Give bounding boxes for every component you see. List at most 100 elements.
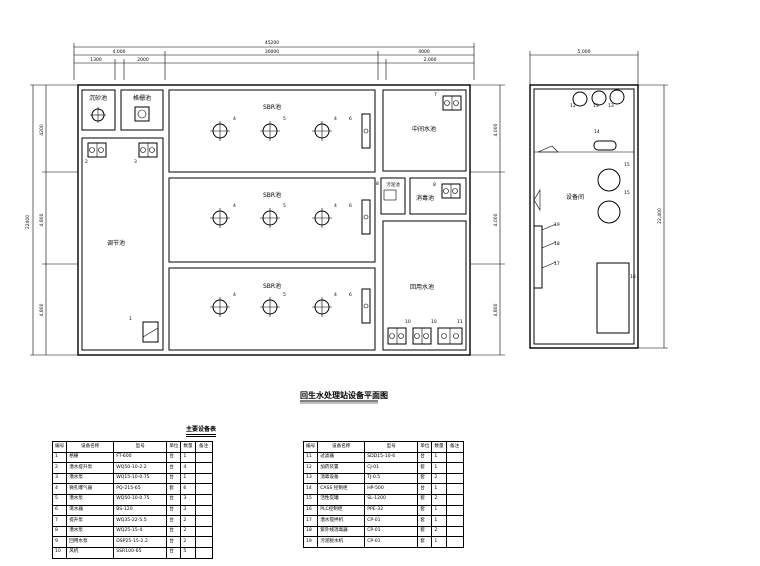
cell-name: 潜水泵 (66, 493, 115, 506)
svg-text:17: 17 (554, 261, 560, 267)
cell-model: WQ15-10-0.75 (113, 472, 168, 485)
cell-note (445, 525, 464, 538)
cell-no: 16 (302, 504, 319, 517)
cell-qty: 1 (431, 451, 447, 464)
screen-tank: 格栅池 (120, 89, 164, 131)
col-header-name: 设备名称 (66, 441, 115, 453)
cell-name: 加药装置 (317, 462, 366, 474)
cell-name: 回用水泵 (66, 536, 115, 548)
cell-qty: 2 (431, 525, 447, 538)
cell-model: SSR100-65 (113, 546, 168, 559)
dim-total-width: 45200 (265, 40, 279, 46)
cell-qty: 1 (180, 472, 196, 485)
col-header-unit: 单位 (417, 441, 433, 453)
svg-text:1: 1 (129, 316, 132, 322)
svg-text:格栅池: 格栅池 (133, 94, 151, 102)
svg-text:设备间: 设备间 (566, 193, 584, 201)
cell-note (445, 536, 464, 548)
cell-name: 风机 (66, 546, 115, 559)
dim-right-3: 4,800 (493, 303, 499, 316)
svg-text:18: 18 (554, 241, 560, 247)
cell-no: 5 (51, 493, 68, 506)
cell-no: 11 (302, 451, 319, 464)
cell-note (194, 493, 213, 506)
svg-text:5,000: 5,000 (578, 49, 591, 55)
svg-text:12: 12 (570, 103, 576, 109)
svg-text:14: 14 (594, 129, 600, 135)
cell-model: WQ25-15-4 (113, 525, 168, 538)
cell-unit: 套 (417, 504, 433, 517)
cell-name: 过滤器 (317, 451, 366, 464)
cell-note (194, 525, 213, 538)
svg-text:5: 5 (283, 203, 286, 209)
svg-text:调节池: 调节池 (107, 239, 125, 247)
svg-text:4: 4 (233, 203, 236, 209)
cell-qty: 1 (431, 483, 447, 495)
cell-unit: 台 (166, 525, 182, 538)
cell-note (445, 472, 464, 485)
cell-note (445, 515, 464, 527)
cell-no: 8 (51, 525, 68, 538)
cell-model: CJ-01 (364, 462, 419, 474)
col-header-unit: 单位 (166, 441, 182, 453)
cell-no: 14 (302, 483, 319, 495)
cell-name: 紫外线消毒器 (317, 525, 366, 538)
col-header-no: 编号 (51, 441, 68, 453)
cell-no: 1 (51, 451, 68, 464)
svg-text:SBR池: SBR池 (263, 103, 281, 111)
cell-model: BS-120 (113, 504, 168, 517)
cell-note (445, 462, 464, 474)
col-header-qty: 数量 (431, 441, 447, 453)
svg-text:7: 7 (434, 92, 437, 98)
cell-model: WQ50-10-0.75 (113, 493, 168, 506)
cell-unit: 套 (417, 515, 433, 527)
svg-text:16: 16 (630, 274, 636, 280)
dim-left-3: 4,800 (39, 303, 45, 316)
cell-no: 6 (51, 504, 68, 517)
cell-unit: 套 (417, 462, 433, 474)
cell-qty: 3 (180, 493, 196, 506)
cell-name: 活性炭罐 (317, 493, 366, 506)
cell-qty: 2 (431, 493, 447, 506)
cell-qty: 1 (431, 536, 447, 548)
svg-text:10: 10 (405, 319, 411, 325)
dim-sbr-section: 30000 (265, 49, 279, 55)
svg-text:8: 8 (433, 182, 436, 188)
cell-unit: 台 (166, 472, 182, 485)
cell-unit: 台 (417, 483, 433, 495)
col-header-note: 备注 (445, 441, 464, 453)
cell-unit: 台 (166, 546, 182, 559)
grit-tank: 沉砂池 (81, 89, 116, 131)
dim-sub-2: 2000 (137, 57, 149, 63)
cell-qty: 3 (180, 504, 196, 517)
cell-qty: 5 (180, 546, 196, 559)
cell-model: SL-1200 (364, 493, 419, 506)
svg-text:4: 4 (233, 116, 236, 122)
svg-text:13: 13 (593, 103, 599, 109)
cell-no: 13 (302, 472, 319, 485)
svg-text:6: 6 (349, 292, 352, 298)
cell-no: 9 (51, 536, 68, 548)
cell-name: 微孔曝气器 (66, 483, 115, 495)
cell-note (194, 462, 213, 474)
col-header-note: 备注 (194, 441, 213, 453)
cell-qty: 2 (180, 515, 196, 527)
cell-no: 4 (51, 483, 68, 495)
col-header-model: 型号 (113, 441, 168, 453)
